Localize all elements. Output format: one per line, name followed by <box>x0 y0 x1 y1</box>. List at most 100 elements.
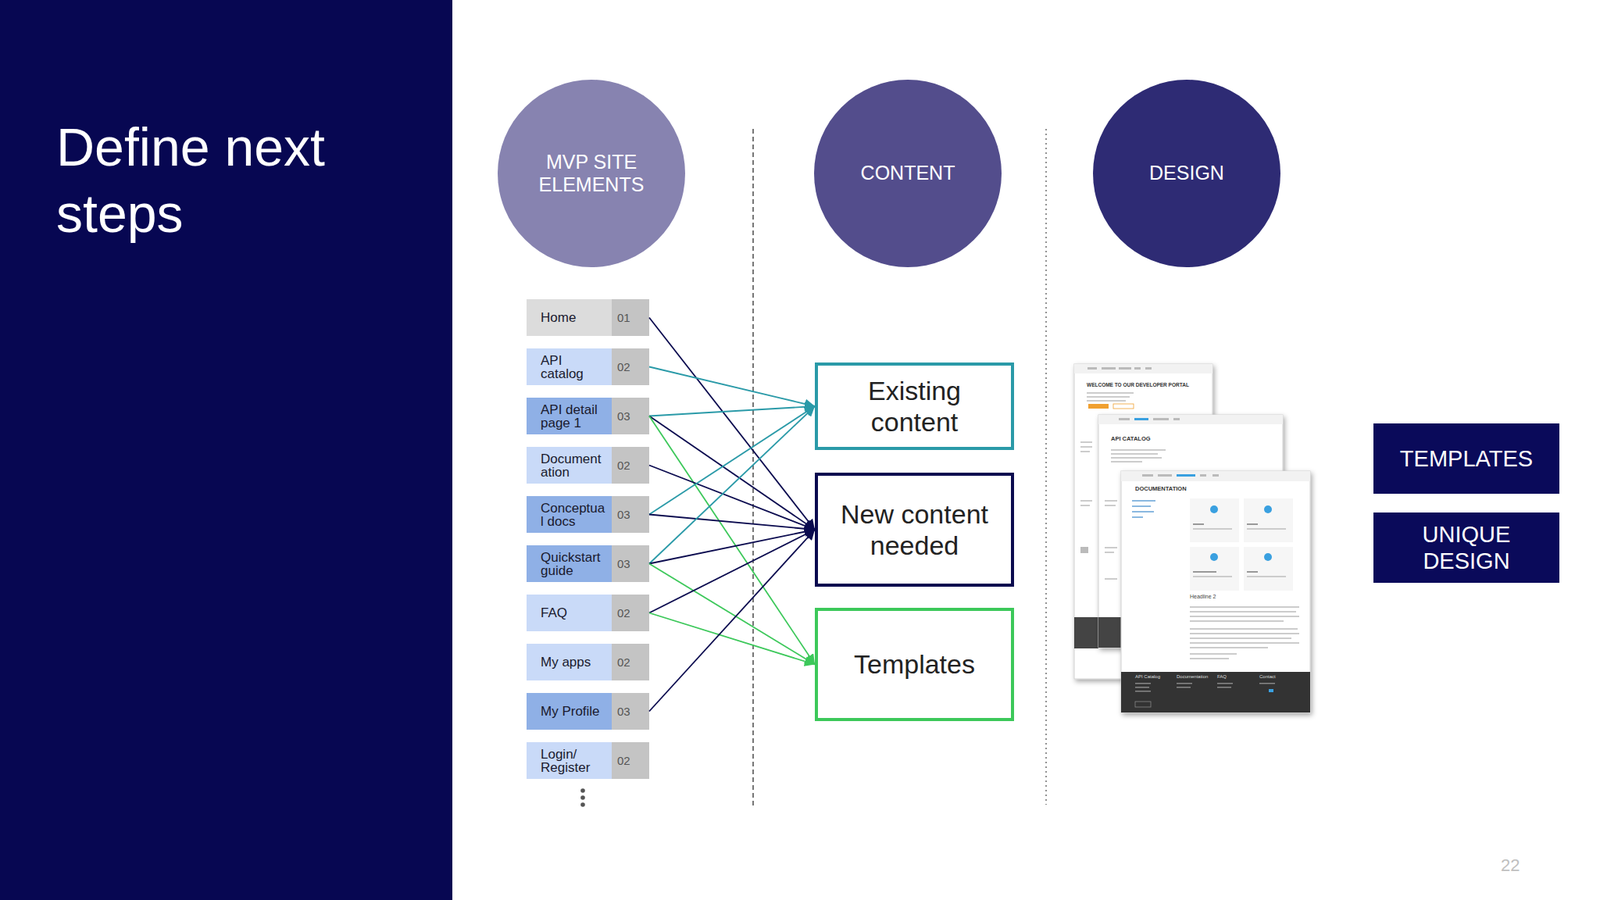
mockup-line <box>1145 367 1152 370</box>
mockup-line <box>1134 417 1149 421</box>
element-number: 03 <box>611 545 650 583</box>
mockup-footer-text: Contact <box>1259 674 1276 680</box>
mockup-line <box>1118 367 1132 370</box>
mockup-line <box>1189 628 1298 630</box>
connector-arrow <box>649 406 815 515</box>
mockup-line <box>1086 392 1134 394</box>
mockup-line <box>1189 606 1300 608</box>
circle-shape <box>814 79 1002 268</box>
mockup-line <box>1110 449 1166 451</box>
section-circle: DESIGN <box>1092 79 1281 268</box>
text-area: Templates <box>817 610 1011 718</box>
element-number: 02 <box>611 348 650 386</box>
mockup-line <box>1189 646 1268 649</box>
box-label: TEMPLATES <box>1376 445 1557 472</box>
connector-arrow <box>649 564 815 665</box>
mockup-line <box>1080 504 1090 507</box>
element-name: API catalog <box>526 348 612 386</box>
mockup-line <box>1110 460 1143 463</box>
section-circle: MVP SITE ELEMENTS <box>497 79 686 268</box>
text-area: CONTENT <box>814 79 1002 268</box>
mockup-line <box>1192 571 1217 573</box>
mockup-heading: DOCUMENTATION <box>1135 485 1187 493</box>
connector-arrow <box>649 465 815 531</box>
mockup-line <box>1192 575 1233 578</box>
text-area: UNIQUE DESIGN <box>1373 512 1560 583</box>
mockup-line <box>1200 474 1207 477</box>
mockup-line <box>1246 528 1286 530</box>
mockup-nav <box>1098 414 1283 425</box>
divider-line <box>752 128 754 808</box>
mockup-line <box>1104 500 1118 502</box>
mockup-line <box>1110 453 1158 455</box>
element-name: Login/ Register <box>526 742 612 779</box>
connector-arrow <box>649 406 815 417</box>
mockup-line <box>1135 686 1150 689</box>
slide-title: Define next steps <box>56 114 369 247</box>
text-area: Existing content <box>817 365 1011 447</box>
mockup-line <box>1104 551 1115 554</box>
mockup-line <box>1104 546 1118 549</box>
mockup-nav <box>1074 364 1213 374</box>
divider-line <box>1045 128 1047 805</box>
mockup-line <box>1135 690 1151 693</box>
mockup-button <box>1088 403 1109 409</box>
mockup-line <box>1080 441 1093 443</box>
mockup-line <box>1217 686 1232 689</box>
mockup-line <box>1104 504 1116 507</box>
mockup-line <box>1189 632 1300 635</box>
mockup-button <box>1113 403 1134 409</box>
mockup-heading: API CATALOG <box>1110 435 1151 443</box>
section-label: MVP SITE ELEMENTS <box>525 150 658 197</box>
mockup-line <box>1176 474 1196 477</box>
mockup-line <box>1176 686 1191 689</box>
mockup-line <box>1246 523 1258 525</box>
element-number: 02 <box>611 594 650 632</box>
page-number: 22 <box>1500 856 1520 875</box>
mockup-line <box>1189 653 1237 655</box>
mockup-line <box>1110 457 1162 459</box>
mockup-line <box>1080 546 1089 554</box>
element-name: Document ation <box>526 446 612 484</box>
mockup-card <box>1243 498 1293 543</box>
mockup-icon <box>1264 505 1272 514</box>
text-area: DESIGN <box>1092 79 1281 268</box>
mockup-heading: WELCOME TO OUR DEVELOPER PORTAL <box>1086 382 1190 388</box>
mockup-icon <box>1210 505 1218 514</box>
mockup-card <box>1243 546 1293 591</box>
mockup-line <box>1132 516 1143 518</box>
mockup-line <box>1132 505 1151 508</box>
site-element: Document ation02 <box>526 446 650 484</box>
mockup-line <box>1132 510 1154 513</box>
page-mockup <box>1074 364 1311 713</box>
mockup-line <box>1246 575 1286 578</box>
side-panel <box>0 0 453 900</box>
dot <box>580 802 586 808</box>
mockup-line <box>1118 417 1130 421</box>
site-element: API detail page 103 <box>526 397 650 435</box>
mockup-icon <box>1268 689 1274 693</box>
mockup-heading: Headline 2 <box>1189 593 1216 600</box>
connector-arrow <box>649 317 815 531</box>
mockup-button <box>1135 701 1151 708</box>
site-element: My Profile03 <box>526 692 650 730</box>
mockup-line <box>1080 446 1093 448</box>
section-circle: CONTENT <box>814 79 1002 268</box>
mockup-line <box>1189 610 1297 613</box>
mockup-line <box>1080 500 1093 502</box>
mockup-line <box>1134 367 1141 370</box>
site-element: API catalog02 <box>526 348 650 386</box>
element-name: Quickstart guide <box>526 545 612 583</box>
mockup-footer-text: Documentation <box>1176 674 1208 680</box>
site-element: Conceptua l docs03 <box>526 496 650 533</box>
mockup-line <box>1080 450 1090 453</box>
section-label: CONTENT <box>841 161 975 186</box>
mockup-line <box>1192 528 1233 530</box>
circle-shape <box>1092 79 1281 268</box>
element-name: Home <box>526 299 612 336</box>
connector-arrow <box>649 367 815 408</box>
mockup-line <box>1135 682 1151 685</box>
box-label: Templates <box>833 648 996 680</box>
mockup-line <box>1189 657 1229 660</box>
